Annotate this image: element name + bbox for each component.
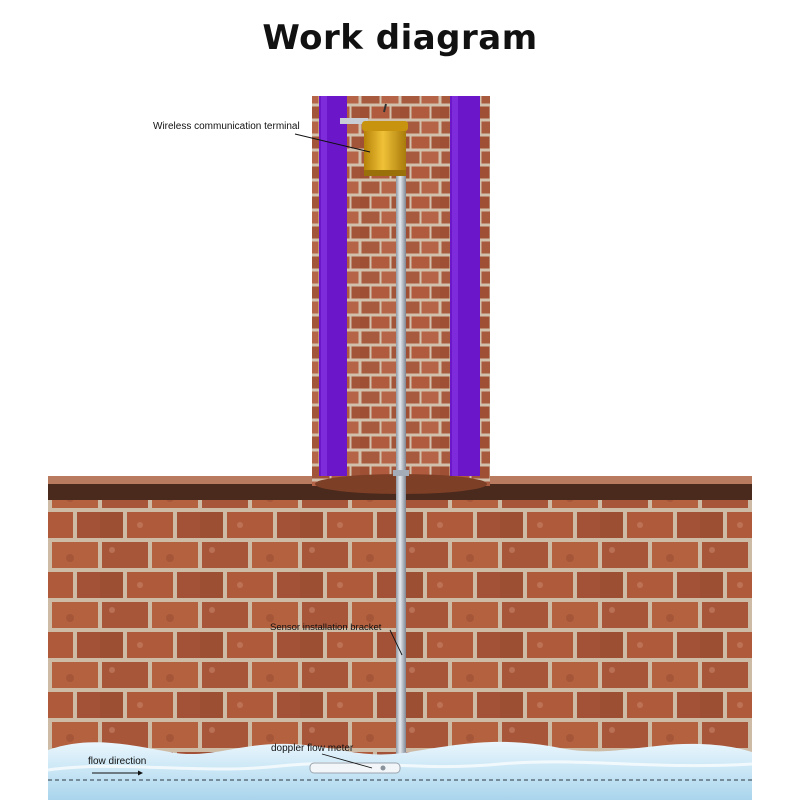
label-wireless-terminal: Wireless communication terminal <box>153 121 300 132</box>
doppler-flow-meter <box>309 762 401 774</box>
label-doppler-flow-meter: doppler flow meter <box>271 743 354 754</box>
diagram-title: Work diagram <box>262 18 538 58</box>
label-flow-direction: flow direction <box>88 756 146 767</box>
label-sensor-bracket: Sensor installation bracket <box>270 622 382 633</box>
wireless-terminal-box <box>364 128 406 176</box>
